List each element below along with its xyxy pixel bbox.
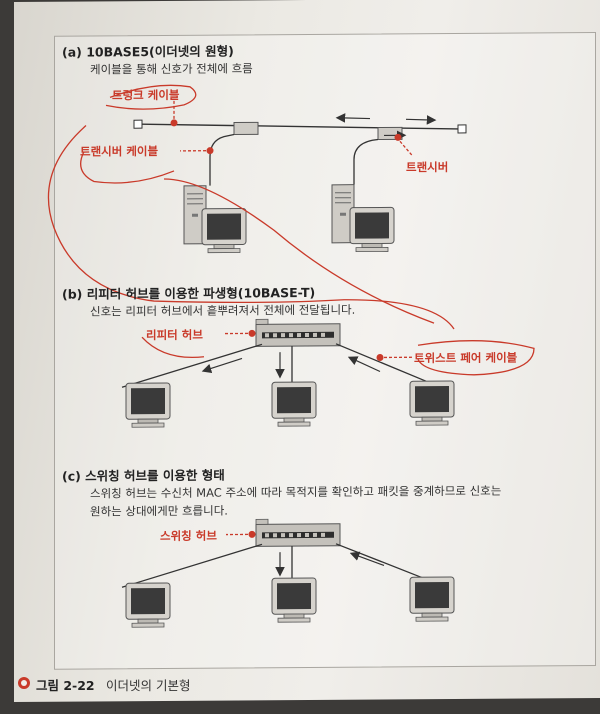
- workstation-b3: [409, 380, 455, 426]
- trunk-cable-line: [133, 119, 467, 134]
- transceiver-label: 트랜시버: [406, 160, 449, 175]
- section-c-title: (c) 스위칭 허브를 이용한 형태: [62, 467, 225, 484]
- hub-arrow-in: [347, 356, 381, 373]
- transceiver-cable-pointer: [180, 147, 214, 155]
- caption-text: 이더넷의 기본형: [106, 678, 191, 693]
- section-b-subtitle: 신호는 리피터 허브에서 흩뿌려져서 전체에 전달됩니다.: [90, 302, 356, 319]
- handwritten-annotations: [47, 84, 535, 376]
- workstation-a2: [331, 184, 395, 253]
- transceiver-pointer: [394, 133, 413, 156]
- twisted-pair-label: 트위스트 페어 케이블: [414, 350, 518, 366]
- twisted-pair-pointer: [376, 353, 412, 361]
- transceiver-cable-label: 트랜시버 케이블: [80, 144, 159, 159]
- transceiver-left: [209, 121, 259, 186]
- signal-arrow-left: [335, 113, 371, 123]
- signal-arrow-right: [405, 115, 437, 125]
- book-page: (a) 10BASE5(이더넷의 원형) 케이블을 통해 신호가 전체에 흐름 …: [14, 0, 600, 703]
- caption-number: 그림 2-22: [36, 678, 95, 693]
- workstation-b1: [125, 382, 171, 428]
- switching-hub-device: [255, 518, 341, 547]
- workstation-b2: [271, 381, 317, 427]
- repeater-hub-label: 리피터 허브: [146, 327, 203, 343]
- star-cables-c: [121, 543, 427, 588]
- star-cables-b: [121, 343, 427, 388]
- section-b-title: (b) 리피터 허브를 이용한 파생형(10BASE-T): [62, 284, 316, 302]
- switching-hub-label: 스위칭 허브: [160, 528, 217, 544]
- section-a-subtitle: 케이블을 통해 신호가 전체에 흐름: [90, 61, 253, 77]
- switch-arrow-in: [349, 551, 385, 567]
- trunk-pointer: [170, 100, 178, 127]
- repeater-hub-device: [255, 318, 341, 347]
- section-c-subtitle-line1: 스위칭 허브는 수신처 MAC 주소에 따라 목적지를 확인하고 패킷을 중계하…: [90, 483, 502, 501]
- section-a-title: (a) 10BASE5(이더넷의 원형): [62, 43, 234, 60]
- trunk-cable-label: 트렁크 케이블: [112, 87, 180, 103]
- switching-hub-pointer: [226, 530, 256, 538]
- workstation-a1: [183, 185, 247, 254]
- workstation-c1: [125, 582, 171, 628]
- caption-bullet-icon: [18, 677, 30, 689]
- network-diagram: [47, 84, 535, 628]
- workstation-c3: [409, 576, 455, 622]
- section-c-subtitle-line2: 원하는 상대에게만 흐릅니다.: [90, 503, 228, 519]
- workstation-c2: [271, 577, 317, 623]
- hub-arrow-left: [201, 357, 243, 374]
- repeater-hub-pointer: [224, 329, 256, 337]
